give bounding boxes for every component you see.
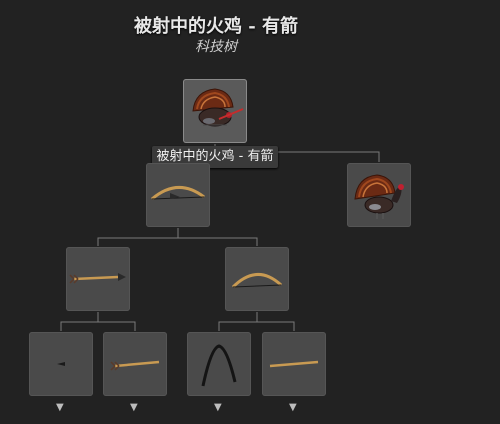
expand-straight-branch-marker[interactable]: ▼ [289,402,297,413]
unstrung-bow-icon [231,273,283,289]
tree-node-bent-stick[interactable] [187,332,251,396]
arrow-shaft-icon [110,360,160,371]
wild-turkey-icon [354,174,404,219]
tree-node-arrowhead[interactable] [29,332,93,396]
arrowhead-icon [57,362,65,366]
shot-turkey-with-arrow-icon [192,88,244,127]
expand-arrowhead-marker[interactable]: ▼ [56,402,64,413]
bent-stick-icon [201,344,237,387]
page-title: 被射中的火鸡 - 有箭 [133,16,298,37]
connector-bow-unstrung [178,237,258,246]
page-subtitle: 科技树 [195,39,237,55]
tree-node-unstrung-bow[interactable] [225,247,289,311]
bow-icon [151,186,205,201]
connector-unstrung-branch [257,321,295,331]
tree-node-bow[interactable] [146,163,210,227]
connector-bow-arrow [97,228,179,246]
tree-node-turkey[interactable] [347,163,411,227]
tree-node-arrow[interactable] [66,247,130,311]
straight-branch-icon [269,360,319,368]
arrow-icon [69,273,126,284]
connector-unstrung-stick [218,312,258,331]
tree-node-arrow-shaft[interactable] [103,332,167,396]
connector-arrow-head [60,312,99,331]
tree-node-root[interactable] [183,79,247,143]
expand-bent-stick-marker[interactable]: ▼ [214,402,222,413]
tooltip: 被射中的火鸡 - 有箭 [152,146,278,168]
connector-arrow-shaft [98,321,136,331]
tree-node-straight-branch[interactable] [262,332,326,396]
expand-arrow-shaft-marker[interactable]: ▼ [130,402,138,413]
